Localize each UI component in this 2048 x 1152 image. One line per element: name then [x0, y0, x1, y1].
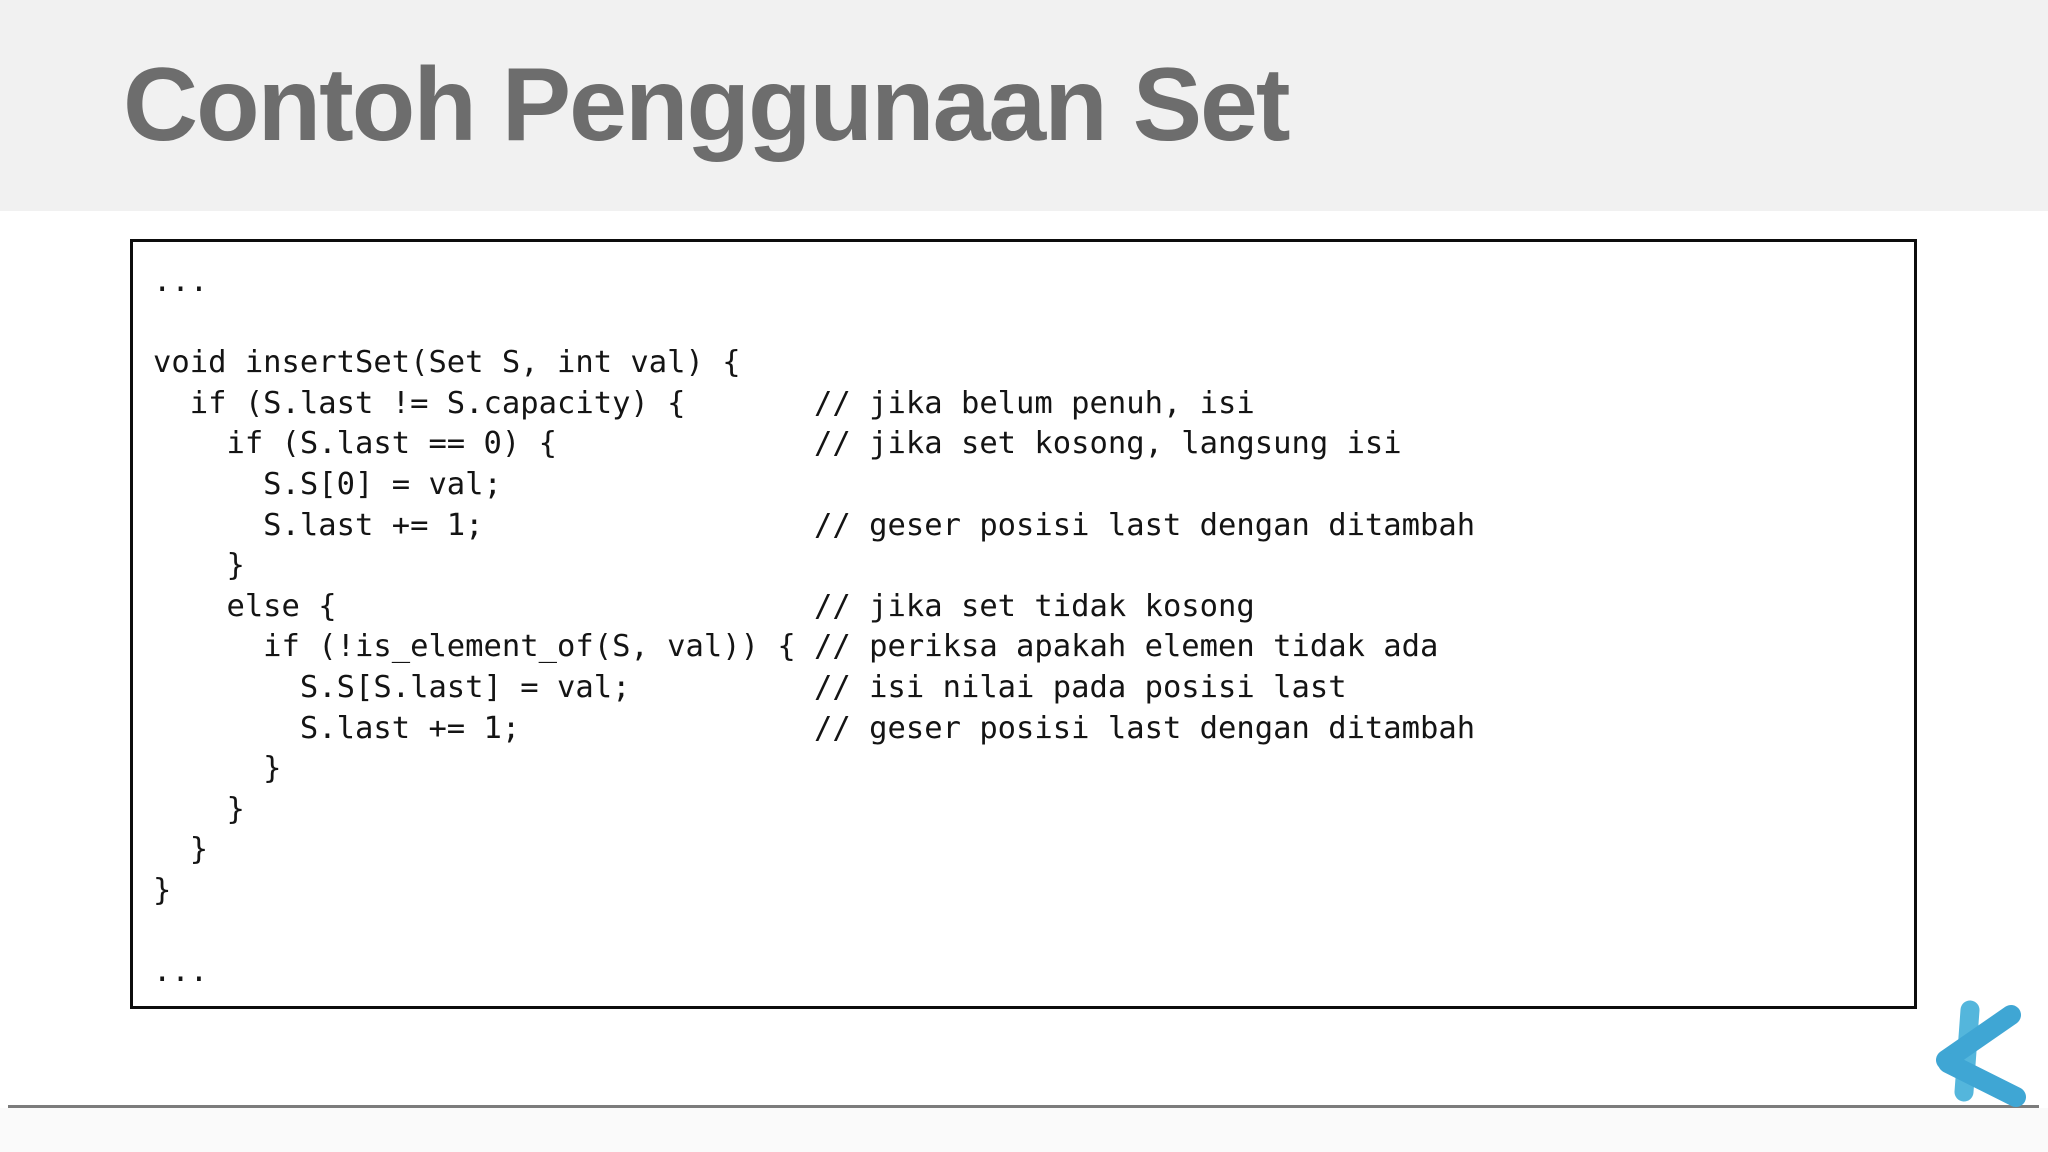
logo-chevron-lower-arm: [1938, 1053, 2026, 1107]
code-block: ... void insertSet(Set S, int val) { if …: [130, 239, 1917, 1009]
slide-header: Contoh Penggunaan Set: [0, 0, 2048, 211]
footer-strip: [0, 1108, 2048, 1152]
footer-divider-line: [8, 1105, 2039, 1108]
page-title: Contoh Penggunaan Set: [123, 47, 1291, 163]
code-text: ... void insertSet(Set S, int val) { if …: [153, 264, 1476, 990]
logo-chevron-upper-arm: [1936, 1005, 2021, 1070]
k-chevron-logo-icon: [1936, 1000, 2026, 1107]
